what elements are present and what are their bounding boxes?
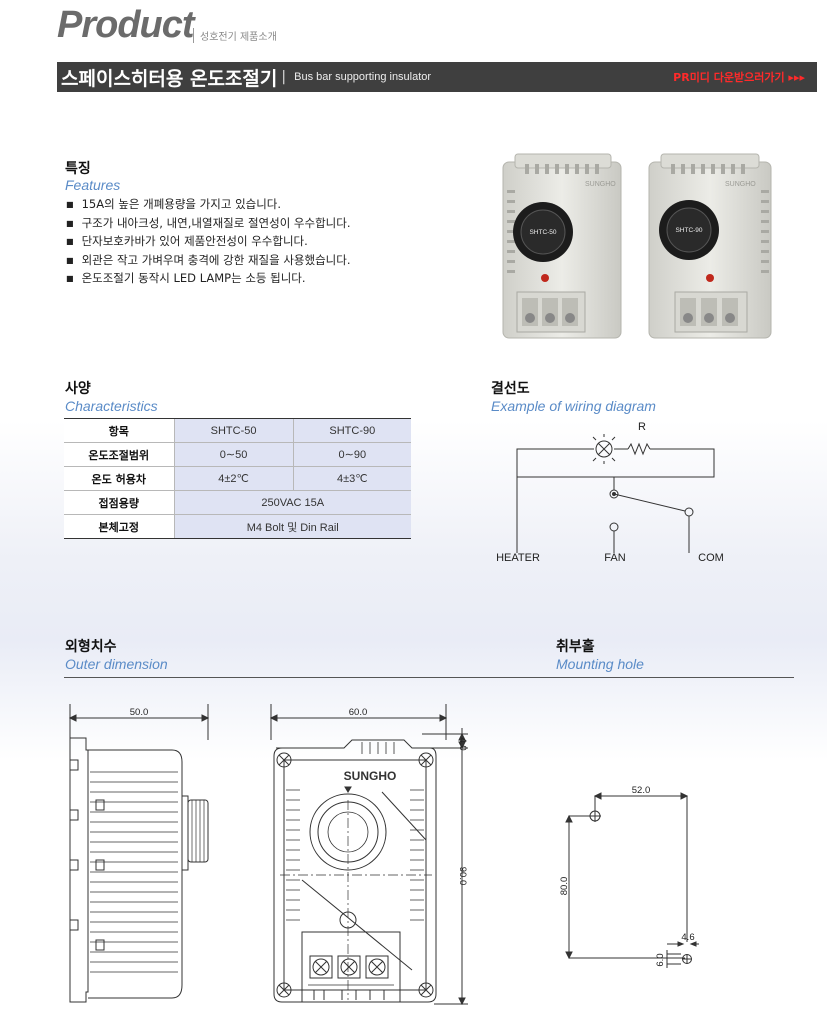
table-cell-label: 온도조절범위 xyxy=(64,442,174,467)
wiring-diagram: R HEATER FAN COM xyxy=(496,421,724,564)
product-brand-label: SUNGHO xyxy=(725,181,756,188)
dim-front-width: 60.0 xyxy=(349,707,368,718)
table-cell: SHTC-90 xyxy=(292,418,411,443)
list-item: 단자보호카바가 있어 제품안전성이 우수합니다. xyxy=(66,233,351,252)
list-item: 온도조절기 동작시 LED LAMP는 소등 됩니다. xyxy=(66,270,351,289)
characteristics-title-en: Characteristics xyxy=(65,398,158,414)
table-cell: M4 Bolt 및 Din Rail xyxy=(173,514,411,539)
features-title: 특징 xyxy=(65,161,91,177)
title-divider: | xyxy=(281,69,287,85)
list-item: 외관은 작고 가벼우며 충격에 강한 재질을 사용했습니다. xyxy=(66,252,351,271)
product-photos: SUNGHO SHTC-50 SUNGHO SHTC-90 xyxy=(502,153,772,339)
table-cell-label: 항목 xyxy=(64,418,174,443)
table-row: 온도 허용차 4±2℃ 4±3℃ xyxy=(64,466,411,491)
product-brand-label: SUNGHO xyxy=(585,181,616,188)
fan-label: FAN xyxy=(604,552,625,564)
title-bar: 스페이스히터용 온도조절기 | Bus bar supporting insul… xyxy=(57,62,817,92)
dim-mount-width: 52.0 xyxy=(632,785,651,796)
mounting-hole-title: 취부홀 xyxy=(556,639,595,655)
dim-side-width: 50.0 xyxy=(130,707,149,718)
front-view-drawing: 60.0 4.0 90.0 SUNGHO xyxy=(269,704,468,1006)
table-row: 항목 SHTC-50 SHTC-90 xyxy=(64,418,411,443)
resistor-label: R xyxy=(638,421,646,433)
table-row: 본체고정 M4 Bolt 및 Din Rail xyxy=(64,514,411,539)
table-cell: 0∼50 xyxy=(173,442,294,467)
wiring-title: 결선도 xyxy=(491,381,530,397)
dial-model-right: SHTC-90 xyxy=(675,227,702,234)
table-cell-label: 본체고정 xyxy=(64,514,174,539)
list-item: 15A의 높은 개폐용량을 가지고 있습니다. xyxy=(66,196,351,215)
front-brand-label: SUNGHO xyxy=(344,769,397,783)
heater-label: HEATER xyxy=(496,552,540,564)
dim-height: 90.0 xyxy=(457,867,468,886)
table-cell: 250VAC 15A xyxy=(173,490,411,515)
catalog-download-link[interactable]: PR미디 다운받으러가기 ▸▸▸ xyxy=(673,71,805,84)
table-cell-label: 접점용량 xyxy=(64,490,174,515)
page-subtitle: Bus bar supporting insulator xyxy=(294,71,432,83)
table-cell: 4±3℃ xyxy=(292,466,411,491)
brand-logo: Product xyxy=(57,4,195,46)
table-cell-label: 온도 허용차 xyxy=(64,466,174,491)
table-cell: SHTC-50 xyxy=(173,418,294,443)
table-cell: 0∼90 xyxy=(292,442,411,467)
side-view-drawing: 50.0 xyxy=(68,704,210,1003)
dim-mount-height: 80.0 xyxy=(559,877,570,896)
table-row: 온도조절범위 0∼50 0∼90 xyxy=(64,442,411,467)
dim-top-offset: 4.0 xyxy=(457,737,468,750)
outer-dimension-title: 외형치수 xyxy=(65,639,117,655)
wiring-title-en: Example of wiring diagram xyxy=(491,398,656,414)
spec-table: 항목 SHTC-50 SHTC-90 온도조절범위 0∼50 0∼90 온도 허… xyxy=(64,418,411,539)
dim-hole-height: 6.0 xyxy=(655,953,666,966)
outer-dimension-title-en: Outer dimension xyxy=(65,656,168,672)
thermostat-left-image: SUNGHO SHTC-50 xyxy=(502,153,622,339)
list-item: 구조가 내아크성, 내연,내열재질로 절연성이 우수합니다. xyxy=(66,215,351,234)
brand-subtitle: 성호전기 제품소개 xyxy=(193,28,277,43)
table-cell: 4±2℃ xyxy=(173,466,294,491)
features-list: 15A의 높은 개폐용량을 가지고 있습니다. 구조가 내아크성, 내연,내열재… xyxy=(66,196,351,289)
com-label: COM xyxy=(698,552,724,564)
features-title-en: Features xyxy=(65,177,121,193)
page-title: 스페이스히터용 온도조절기 xyxy=(61,67,278,90)
table-row: 접점용량 250VAC 15A xyxy=(64,490,411,515)
section-divider xyxy=(64,677,794,678)
mounting-hole-title-en: Mounting hole xyxy=(556,656,644,672)
dim-hole-width: 4.6 xyxy=(681,932,694,943)
dial-model-left: SHTC-50 xyxy=(529,229,556,236)
characteristics-title: 사양 xyxy=(65,381,91,397)
thermostat-right-image: SUNGHO SHTC-90 xyxy=(648,153,772,339)
mounting-hole-drawing: 52.0 80.0 4.6 6.0 xyxy=(559,785,699,968)
